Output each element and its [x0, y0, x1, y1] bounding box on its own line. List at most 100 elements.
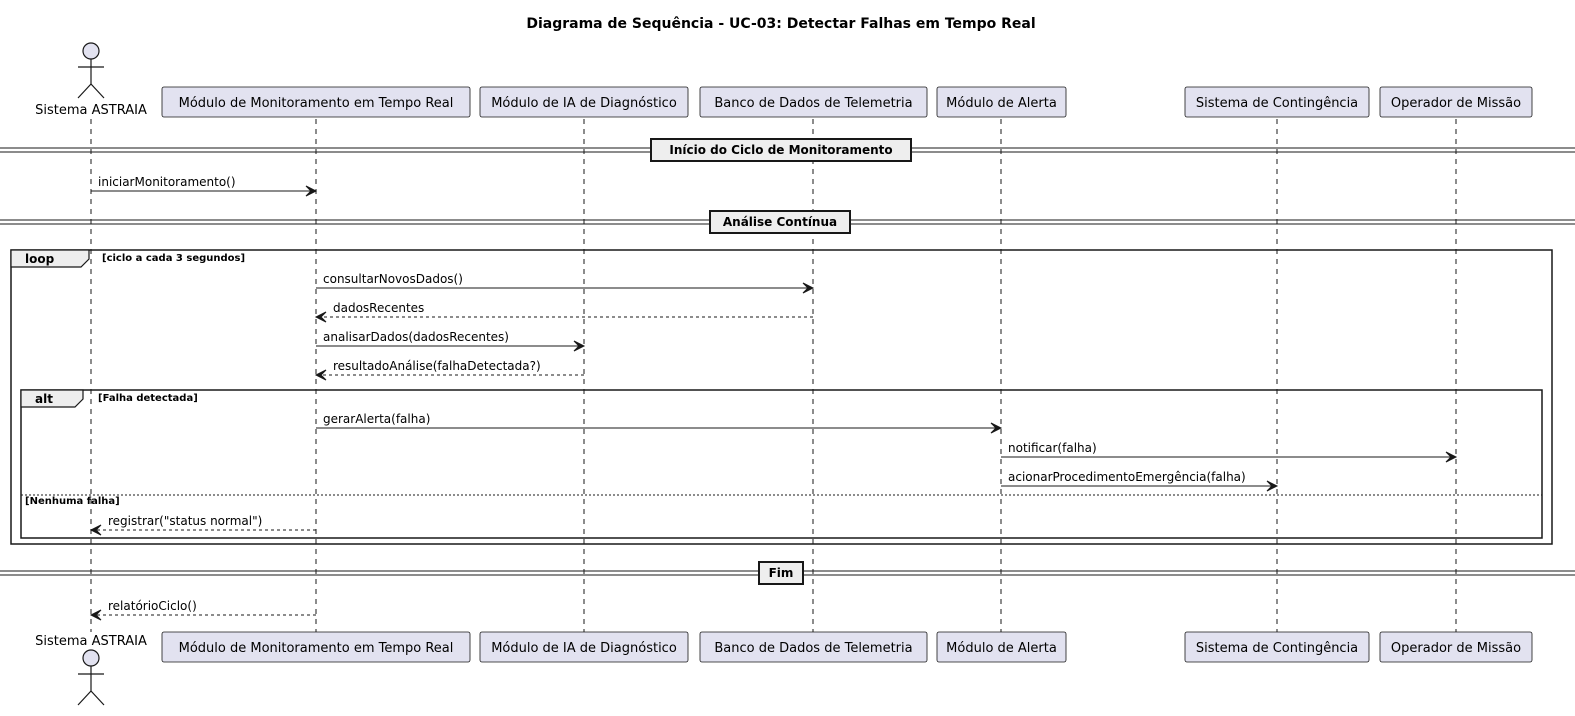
- participant-contingencia-top: Sistema de Contingência: [1184, 86, 1370, 118]
- participants: Sistema ASTRAIA Sistema ASTRAIA Módulo de …: [35, 42, 1533, 706]
- actor-leg-left: [77, 83, 92, 99]
- participant-label: Sistema de Contingência: [1196, 96, 1358, 111]
- divider-fim: Fim: [0, 561, 1575, 585]
- participant-label: Banco de Dados de Telemetria: [714, 641, 912, 656]
- participant-alerta-bottom: Módulo de Alerta: [936, 631, 1067, 663]
- actor-leg-right: [90, 690, 105, 706]
- participant-db-bottom: Banco de Dados de Telemetria: [699, 631, 928, 663]
- divider-label: Fim: [769, 566, 794, 580]
- participant-ia-bottom: Módulo de IA de Diagnóstico: [479, 631, 689, 663]
- participant-label: Módulo de Alerta: [946, 96, 1057, 111]
- fragment-loop: loop [ciclo a cada 3 segundos]: [10, 249, 1553, 545]
- message-arrowhead: [305, 185, 318, 197]
- fragment-frame: [10, 249, 1553, 545]
- message: acionarProcedimentoEmergência(falha): [1001, 470, 1279, 492]
- message-label: consultarNovosDados(): [323, 272, 463, 286]
- message: dadosRecentes: [314, 301, 813, 323]
- message-arrowhead: [314, 369, 327, 381]
- participant-label: Módulo de Monitoramento em Tempo Real: [179, 641, 454, 656]
- participant-contingencia-bottom: Sistema de Contingência: [1184, 631, 1370, 663]
- participant-box: [161, 631, 471, 663]
- participant-alerta-top: Módulo de Alerta: [936, 86, 1067, 118]
- divider-label: Análise Contínua: [723, 215, 837, 229]
- participant-ia-top: Módulo de IA de Diagnóstico: [479, 86, 689, 118]
- participant-box: [699, 86, 928, 118]
- message-arrowhead: [1445, 451, 1458, 463]
- participant-monitor-bottom: Módulo de Monitoramento em Tempo Real: [161, 631, 471, 663]
- fragment-else-guard: [Nenhuma falha]: [25, 496, 120, 507]
- message-label: dadosRecentes: [333, 301, 424, 315]
- divider-box: [650, 138, 912, 162]
- message-label: acionarProcedimentoEmergência(falha): [1008, 470, 1246, 484]
- participant-label: Módulo de IA de Diagnóstico: [491, 96, 677, 111]
- message-label: resultadoAnálise(falhaDetectada?): [333, 359, 541, 373]
- diagram-title: Diagrama de Sequência - UC-03: Detectar …: [526, 16, 1035, 32]
- message-label: analisarDados(dadosRecentes): [323, 330, 509, 344]
- message: consultarNovosDados(): [316, 272, 815, 294]
- participant-label: Módulo de Alerta: [946, 641, 1057, 656]
- fragment-alt: alt [Falha detectada] [Nenhuma falha]: [20, 389, 1543, 539]
- participant-label: Sistema de Contingência: [1196, 641, 1358, 656]
- fragment-keyword: loop: [25, 252, 55, 266]
- fragment-frame: [20, 389, 1543, 539]
- participant-box: [699, 631, 928, 663]
- participant-label: Banco de Dados de Telemetria: [714, 96, 912, 111]
- actor-leg-right: [90, 83, 105, 99]
- participant-box: [479, 631, 689, 663]
- participant-box: [479, 86, 689, 118]
- actor-head: [82, 649, 100, 667]
- participant-label: Operador de Missão: [1391, 641, 1521, 656]
- participant-monitor-top: Módulo de Monitoramento em Tempo Real: [161, 86, 471, 118]
- participant-box: [1379, 631, 1533, 663]
- message: relatórioCiclo(): [89, 599, 316, 621]
- message-label: iniciarMonitoramento(): [98, 175, 236, 189]
- message: resultadoAnálise(falhaDetectada?): [314, 359, 584, 381]
- actor-label: Sistema ASTRAIA: [35, 103, 147, 118]
- participant-label: Módulo de IA de Diagnóstico: [491, 641, 677, 656]
- message: gerarAlerta(falha): [316, 412, 1003, 434]
- participant-operador-top: Operador de Missão: [1379, 86, 1533, 118]
- actor-top: Sistema ASTRAIA: [35, 42, 147, 118]
- participant-box: [1184, 631, 1370, 663]
- message-arrowhead: [990, 422, 1003, 434]
- participant-box: [936, 86, 1067, 118]
- fragments: loop [ciclo a cada 3 segundos] alt [Falha d…: [10, 249, 1553, 545]
- actor-leg-left: [77, 690, 92, 706]
- message-arrowhead: [1266, 480, 1279, 492]
- message-label: registrar("status normal"): [108, 514, 262, 528]
- message-arrowhead: [314, 311, 327, 323]
- actor-head: [82, 42, 100, 60]
- participant-box: [161, 86, 471, 118]
- message-label: gerarAlerta(falha): [323, 412, 430, 426]
- lifelines: [90, 119, 1457, 632]
- fragment-guard: [ciclo a cada 3 segundos]: [102, 253, 245, 264]
- fragment-keyword: alt: [35, 392, 53, 406]
- participant-box: [1184, 86, 1370, 118]
- dividers: Início do Ciclo de MonitoramentoAnálise …: [0, 138, 1575, 585]
- message: iniciarMonitoramento(): [91, 175, 318, 197]
- messages: iniciarMonitoramento() consultarNovosDado…: [89, 175, 1458, 621]
- fragment-guard: [Falha detectada]: [98, 393, 198, 404]
- divider-box: [758, 561, 804, 585]
- message-arrowhead: [89, 609, 102, 621]
- message-arrowhead: [802, 282, 815, 294]
- participant-box: [936, 631, 1067, 663]
- fragment-tab: [20, 389, 84, 408]
- message-arrowhead: [89, 524, 102, 536]
- message: notificar(falha): [1001, 441, 1458, 463]
- actor-label: Sistema ASTRAIA: [35, 634, 147, 649]
- message-label: relatórioCiclo(): [108, 599, 197, 613]
- fragment-tab: [10, 249, 90, 268]
- divider-label: Início do Ciclo de Monitoramento: [669, 143, 892, 157]
- participant-db-top: Banco de Dados de Telemetria: [699, 86, 928, 118]
- message: registrar("status normal"): [89, 514, 316, 536]
- message-label: notificar(falha): [1008, 441, 1097, 455]
- divider-box: [709, 210, 851, 234]
- message-arrowhead: [573, 340, 586, 352]
- participant-box: [1379, 86, 1533, 118]
- participant-label: Operador de Missão: [1391, 96, 1521, 111]
- divider-inicio: Início do Ciclo de Monitoramento: [0, 138, 1575, 162]
- participant-operador-bottom: Operador de Missão: [1379, 631, 1533, 663]
- actor-bottom: Sistema ASTRAIA: [35, 634, 147, 706]
